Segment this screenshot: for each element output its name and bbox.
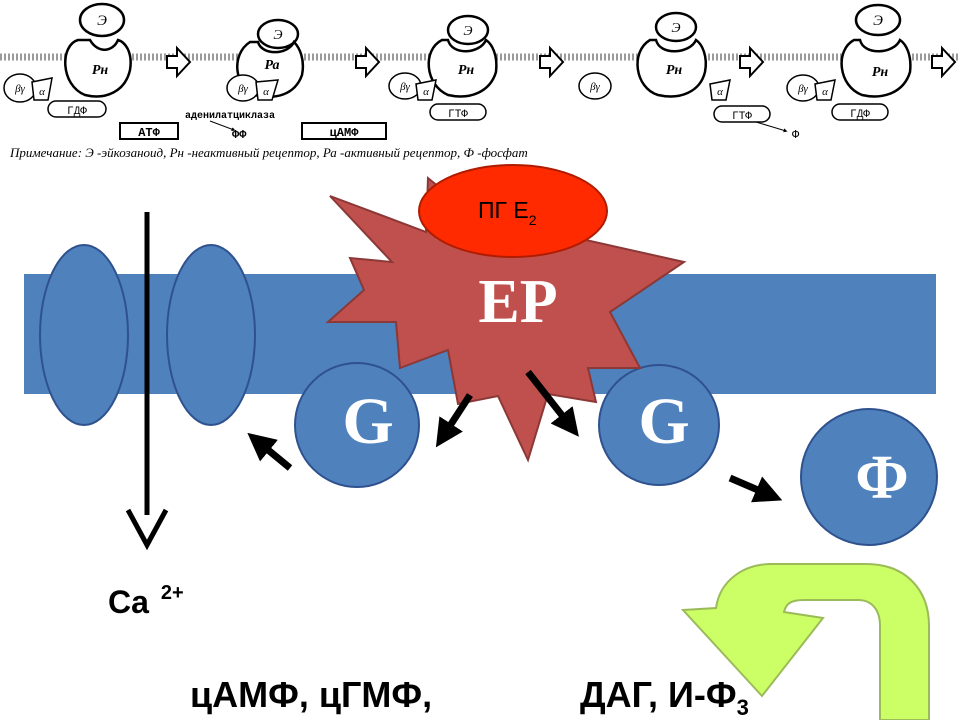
ligand-label: Э	[463, 24, 472, 39]
step-arrow-4	[739, 45, 765, 79]
scheme-step-1: Э Рн βγ α ГДФ	[3, 2, 132, 118]
g-betagamma	[578, 72, 612, 100]
step-arrow-1	[166, 45, 192, 79]
pge2-name: ПГ Е	[478, 197, 529, 223]
g-alpha-label: α	[263, 86, 269, 98]
ligand-circle	[654, 11, 698, 43]
effector-label: Ф	[855, 444, 908, 512]
nucleotide-label: ГТФ	[732, 111, 752, 123]
calcium-flow-arrowhead	[125, 508, 169, 551]
reaction-arrow	[209, 120, 236, 132]
g-protein-left	[294, 362, 420, 488]
pyrophosphate-label: ФФ	[232, 128, 247, 142]
arrow-receptor-to-g-left	[435, 393, 473, 448]
receptor-label: Рн	[872, 65, 889, 80]
receptor-shape	[64, 38, 132, 98]
g-betagamma-label: βγ	[237, 83, 248, 95]
calcium-label: Ca 2+	[108, 582, 184, 620]
nucleotide-label: ГДФ	[850, 109, 870, 121]
scheme-step-2: Э Ра βγ α аденилатциклаза АТФ ФФ цАМФ	[119, 18, 387, 142]
g-alpha	[31, 77, 53, 101]
scheme-step-4: Э Рн βγ α ГТФ Ф	[578, 11, 800, 142]
g-alpha-label: α	[717, 86, 723, 98]
camp-label: цАМФ	[330, 126, 360, 140]
nucleotide-badge	[429, 103, 487, 121]
scheme-step-3: Э Рн βγ α ГТФ	[388, 14, 498, 121]
messengers-right: ДАГ, И-Ф3	[580, 674, 749, 720]
ion-channel-left	[39, 244, 129, 426]
camp-box	[301, 122, 387, 140]
nucleotide-label: ГДФ	[67, 106, 87, 118]
ligand-label: Э	[671, 21, 680, 36]
g-protein-right-label: G	[638, 385, 689, 458]
atp-box	[119, 122, 179, 140]
ion-channel-right	[166, 244, 256, 426]
calcium-charge: 2+	[161, 582, 184, 604]
curved-output-arrow	[680, 563, 930, 720]
receptor-label: Ра	[264, 58, 279, 73]
effector-enzyme	[800, 408, 938, 546]
g-alpha	[255, 79, 280, 101]
phosphate-arrow	[755, 121, 788, 133]
enzyme-label: аденилатциклаза	[185, 111, 275, 122]
g-protein-left-label: G	[342, 385, 393, 458]
pge2-ligand	[418, 164, 608, 258]
ligand-circle	[78, 2, 126, 38]
nucleotide-badge	[831, 103, 889, 121]
g-betagamma-label: βγ	[797, 83, 808, 95]
step-arrow-3	[539, 45, 565, 79]
atp-label: АТФ	[138, 126, 160, 140]
receptor-label: Рн	[458, 63, 475, 78]
scheme-step-5: Э Рн βγ α ГДФ	[786, 3, 912, 121]
arrow-receptor-to-g-right	[525, 369, 579, 437]
arrow-g-to-effector	[728, 474, 783, 503]
top-scheme: Э Рн βγ α ГДФ Э Ра βγ α аденилатциклаза …	[0, 2, 960, 160]
nucleotide-badge	[47, 100, 107, 118]
receptor-shape	[840, 38, 912, 98]
pge2-subscript: 2	[529, 212, 537, 228]
calcium-symbol: Ca	[108, 584, 149, 620]
receptor-shape	[636, 38, 707, 98]
g-alpha-label: α	[423, 86, 429, 98]
ligand-circle	[256, 18, 300, 50]
receptor-shape	[427, 38, 498, 98]
g-betagamma-label: βγ	[399, 81, 410, 93]
ligand-circle	[854, 3, 902, 37]
messengers-right-subscript: 3	[737, 695, 749, 720]
receptor-label: Рн	[666, 63, 683, 78]
messengers-left: цАМФ, цГМФ,	[190, 674, 432, 715]
step-arrow-5	[931, 45, 957, 79]
ligand-circle	[446, 14, 490, 46]
arrow-g-to-channel	[247, 432, 293, 471]
ligand-label: Э	[273, 28, 282, 43]
messengers-right-text: ДАГ, И-Ф	[580, 674, 737, 715]
g-alpha	[709, 79, 731, 101]
ep-receptor-label: ЕР	[478, 268, 557, 336]
phosphate-label: Ф	[792, 128, 800, 142]
g-alpha	[415, 79, 437, 101]
g-alpha	[814, 79, 836, 101]
g-betagamma-label: βγ	[589, 81, 600, 93]
nucleotide-label: ГТФ	[448, 109, 468, 121]
receptor-label: Рн	[92, 63, 109, 78]
step-arrow-2	[355, 45, 381, 79]
ligand-label: Э	[873, 13, 883, 29]
nucleotide-badge	[713, 105, 771, 123]
g-alpha-label: α	[39, 86, 45, 98]
g-betagamma-label: βγ	[14, 83, 25, 95]
g-alpha-label: α	[822, 86, 828, 98]
pge2-ligand-label: ПГ Е2	[478, 197, 537, 228]
g-protein-right	[598, 364, 720, 486]
scheme-note: Примечание: Э -эйкозаноид, Рн -неактивны…	[9, 145, 528, 160]
ligand-label: Э	[97, 13, 107, 29]
